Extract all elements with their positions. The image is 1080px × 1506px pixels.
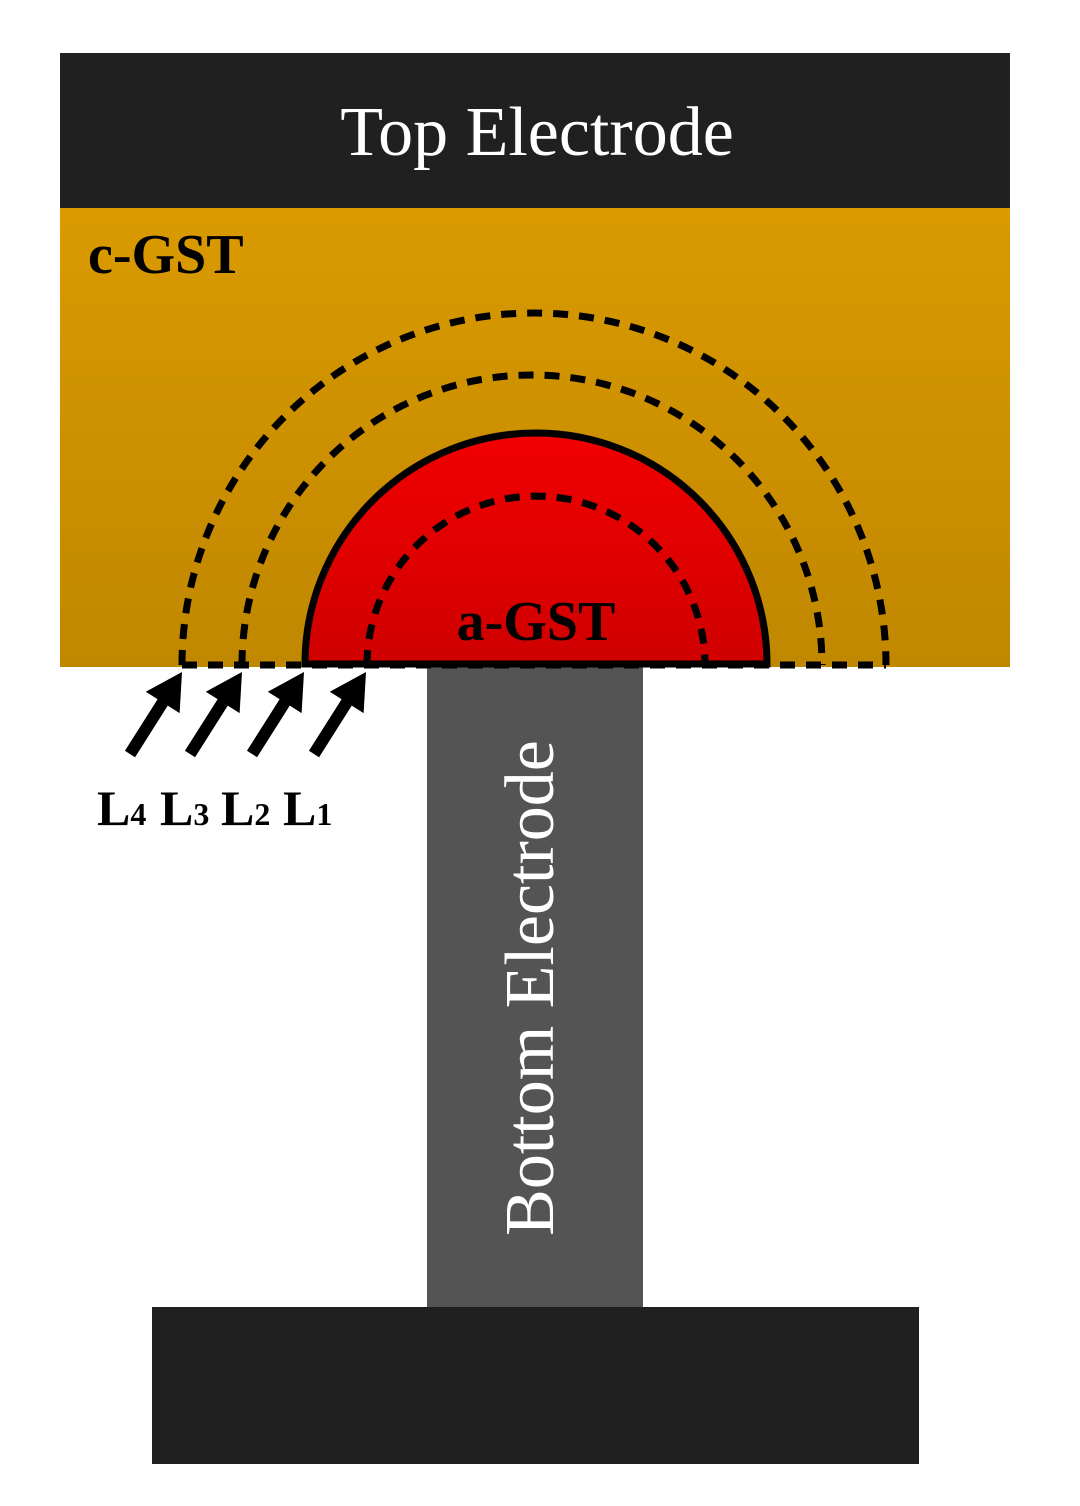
- level-boundary-3: [238, 371, 826, 666]
- level-arrow-head-3: [205, 672, 242, 714]
- level-arrow-head-2: [267, 672, 304, 714]
- level-arrow-shaft-3: [184, 697, 229, 758]
- level-arrow-head-1: [329, 672, 366, 714]
- amorphous-gst-label: a-GST: [457, 591, 616, 653]
- amorphous-gst-region: [301, 429, 771, 668]
- level-arrow-head-4: [145, 672, 182, 714]
- bottom-electrode-label: Bottom Electrode: [492, 740, 569, 1236]
- bottom-electrode-pillar: [427, 667, 643, 1309]
- top-electrode: [60, 53, 1010, 208]
- level-arrow-shaft-4: [124, 697, 169, 758]
- level-arrow-shaft-2: [246, 697, 291, 758]
- level-label-4: L4: [97, 780, 146, 836]
- level-arrow-shaft-1: [308, 697, 353, 758]
- top-electrode-label: Top Electrode: [340, 94, 734, 171]
- level-label-2: L2: [221, 780, 270, 836]
- level-boundary-1-inner: [363, 492, 709, 666]
- level-boundary-4: [178, 309, 890, 666]
- crystalline-gst-label: c-GST: [88, 224, 244, 286]
- level-arrows: [124, 672, 366, 758]
- level-label-3: L3: [160, 780, 209, 836]
- level-label-1: L1: [283, 780, 332, 836]
- bottom-electrode-base: [152, 1307, 919, 1464]
